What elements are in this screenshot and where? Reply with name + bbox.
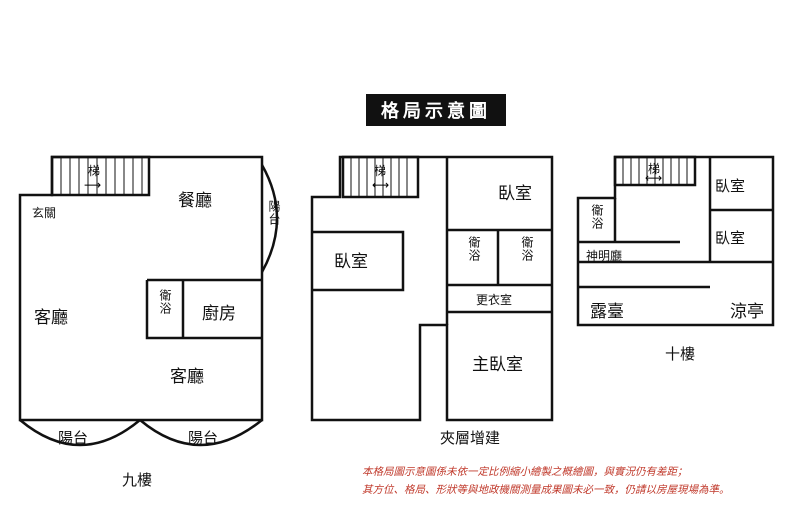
- floor9-stair-treads: [60, 157, 143, 195]
- mezz-bath-2: 衛浴: [520, 236, 534, 262]
- floor10-wall-bath: [578, 198, 680, 244]
- floor9-entrance: 玄關: [32, 206, 57, 220]
- mezz-bedroom-top: 臥室: [498, 184, 532, 204]
- floor10-terrace: 露臺: [590, 302, 624, 322]
- floor9-arrow-right-icon: ⟶: [84, 178, 102, 192]
- floor10-name: 十樓: [665, 345, 696, 363]
- mezz-bedroom-left: [312, 230, 405, 292]
- floor9-outline: [18, 155, 264, 422]
- floor10-stair-treads: [622, 157, 688, 185]
- floor9-balcony-right: 陽台: [188, 429, 219, 447]
- floor10-wall-shrine: [578, 260, 710, 289]
- mezz-arrow-both-icon: ⟷: [372, 178, 390, 192]
- mezz-stairs-box: [341, 155, 420, 199]
- mezz-bedroom-left: 臥室: [334, 252, 368, 272]
- mezz-wall-top: [445, 157, 552, 325]
- plan-title: 格局示意圖: [366, 94, 506, 126]
- mezz-master-bedroom: 主臥室: [472, 355, 523, 375]
- floor9-balcony-right: [139, 419, 263, 447]
- floor9-dining: 餐廳: [178, 191, 212, 211]
- floor9-balcony-side: 陽台: [267, 200, 281, 226]
- mezz-bath-1: 衛浴: [467, 236, 481, 262]
- mezz-name: 夾層增建: [440, 429, 501, 447]
- floor9-bath: 衛浴: [158, 289, 172, 315]
- floor10-pavilion: 涼亭: [730, 302, 764, 322]
- floor10-arrow-both-icon: ⟷: [645, 171, 663, 185]
- floor9-living-second: 客廳: [170, 367, 204, 387]
- floor10-stairs-label: 梯: [648, 162, 661, 176]
- floor9-stairs-box: [50, 155, 151, 197]
- mezz-stairs-label: 梯: [374, 164, 387, 178]
- floor9-name: 九樓: [122, 471, 153, 489]
- disclaimer-note: 本格局圖示意圖係未依一定比例縮小繪製之概繪圖，與實況仍有差距； 其方位、格局、形…: [362, 463, 730, 499]
- floor9-balcony-left: 陽台: [58, 429, 89, 447]
- floor10-bedroom-1: 臥室: [715, 177, 746, 195]
- floor9-balcony-side: [260, 164, 279, 273]
- floor9-balcony-left: [19, 419, 141, 447]
- floor10-wall-bedrooms: [708, 157, 773, 264]
- mezz-dressing: 更衣室: [476, 293, 513, 307]
- floor9-stairs-label: 梯: [88, 164, 101, 178]
- floor10-bedroom-2: 臥室: [715, 229, 746, 247]
- floor10-bath: 衛浴: [590, 204, 604, 230]
- floor9-kitchen: 廚房: [202, 304, 236, 324]
- disclaimer-line-2: 其方位、格局、形狀等與地政機關測量成果圖未必一致，仍請以房屋現場為準。: [362, 484, 730, 496]
- floor10-shrine: 神明廳: [586, 249, 623, 263]
- floor9-living-main: 客廳: [34, 308, 68, 328]
- floor9-wall-kitchen: [145, 278, 262, 340]
- mezz-outline: [310, 155, 554, 422]
- mezz-stair-treads: [350, 157, 408, 197]
- disclaimer-line-1: 本格局圖示意圖係未依一定比例縮小繪製之概繪圖，與實況仍有差距；: [362, 466, 688, 478]
